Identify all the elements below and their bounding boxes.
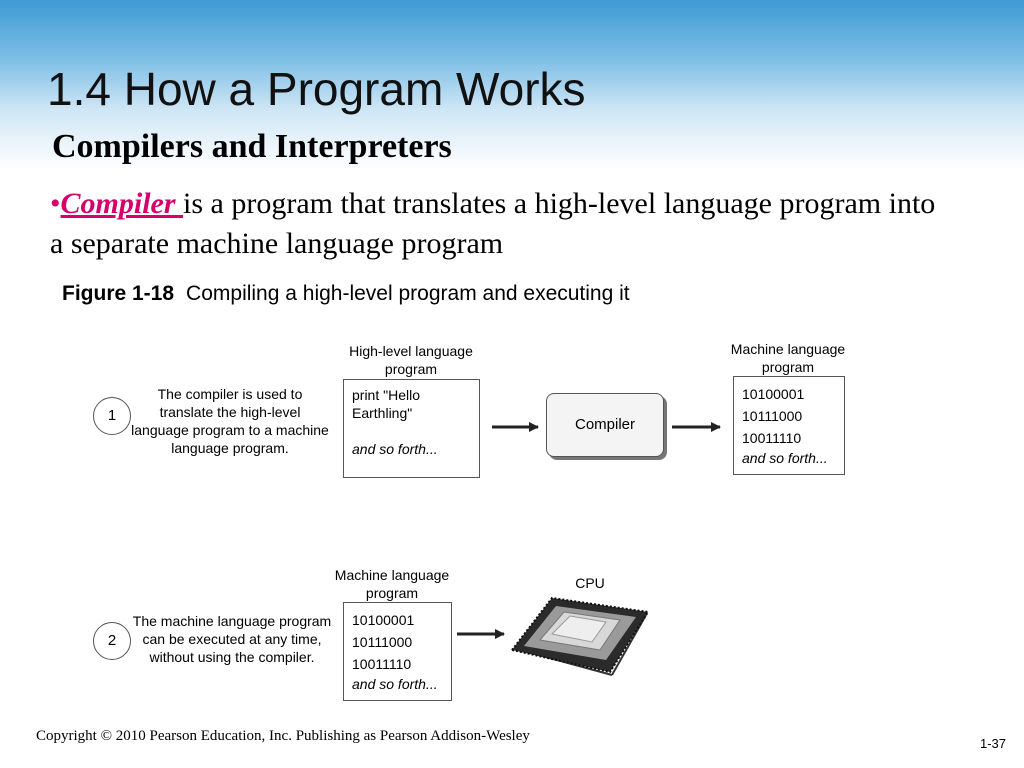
figure-label: Figure 1-18 bbox=[62, 282, 175, 305]
program-more: and so forth... bbox=[352, 676, 438, 692]
source-line-2: Earthling" bbox=[352, 405, 413, 421]
figure-caption-text: Compiling a high-level program and execu… bbox=[186, 282, 630, 305]
compiler-box: Compiler bbox=[546, 393, 664, 457]
machine-program-heading-2: Machine language program bbox=[334, 567, 450, 601]
program-line-2: 10111000 bbox=[352, 634, 413, 650]
machine-line-2: 10111000 bbox=[742, 408, 803, 424]
machine-program-heading-1: Machine language program bbox=[730, 341, 846, 375]
cpu-label: CPU bbox=[575, 575, 605, 591]
machine-program-box-1: 10100001 10111000 10011110 and so forth.… bbox=[733, 376, 845, 475]
page-number: 1-37 bbox=[979, 736, 1006, 751]
copyright-footer: Copyright © 2010 Pearson Education, Inc.… bbox=[36, 728, 530, 744]
machine-more-1: and so forth... bbox=[742, 450, 828, 466]
high-level-program-box: print "Hello Earthling" and so forth... bbox=[343, 379, 480, 478]
source-more: and so forth... bbox=[352, 441, 438, 457]
bullet-marker: • bbox=[50, 187, 61, 220]
high-level-program-heading: High-level language program bbox=[349, 343, 473, 377]
step-2-description: The machine language program can be exec… bbox=[132, 613, 332, 665]
bullet-term: Compiler bbox=[60, 187, 184, 220]
slide-subtitle: Compilers and Interpreters bbox=[52, 128, 452, 165]
machine-line-3: 10011110 bbox=[742, 430, 802, 446]
step-2-marker: 2 bbox=[93, 622, 131, 660]
source-line-1: print "Hello bbox=[352, 387, 420, 403]
bullet-text: is a program that translates a high-leve… bbox=[50, 187, 936, 260]
figure-caption: Figure 1-18 Compiling a high-level progra… bbox=[62, 282, 630, 306]
bullet-compiler-definition: •Compiler is a program that translates a… bbox=[50, 184, 950, 264]
step-1-description: The compiler is used to translate the hi… bbox=[131, 386, 329, 456]
machine-line-1: 10100001 bbox=[742, 386, 805, 402]
cpu-chip-icon bbox=[510, 596, 650, 676]
slide-title: 1.4 How a Program Works bbox=[47, 63, 586, 115]
program-line-1: 10100001 bbox=[352, 612, 415, 628]
machine-program-box-2: 10100001 10111000 10011110 and so forth.… bbox=[343, 602, 452, 701]
program-line-3: 10011110 bbox=[352, 656, 412, 672]
step-1-marker: 1 bbox=[93, 397, 131, 435]
